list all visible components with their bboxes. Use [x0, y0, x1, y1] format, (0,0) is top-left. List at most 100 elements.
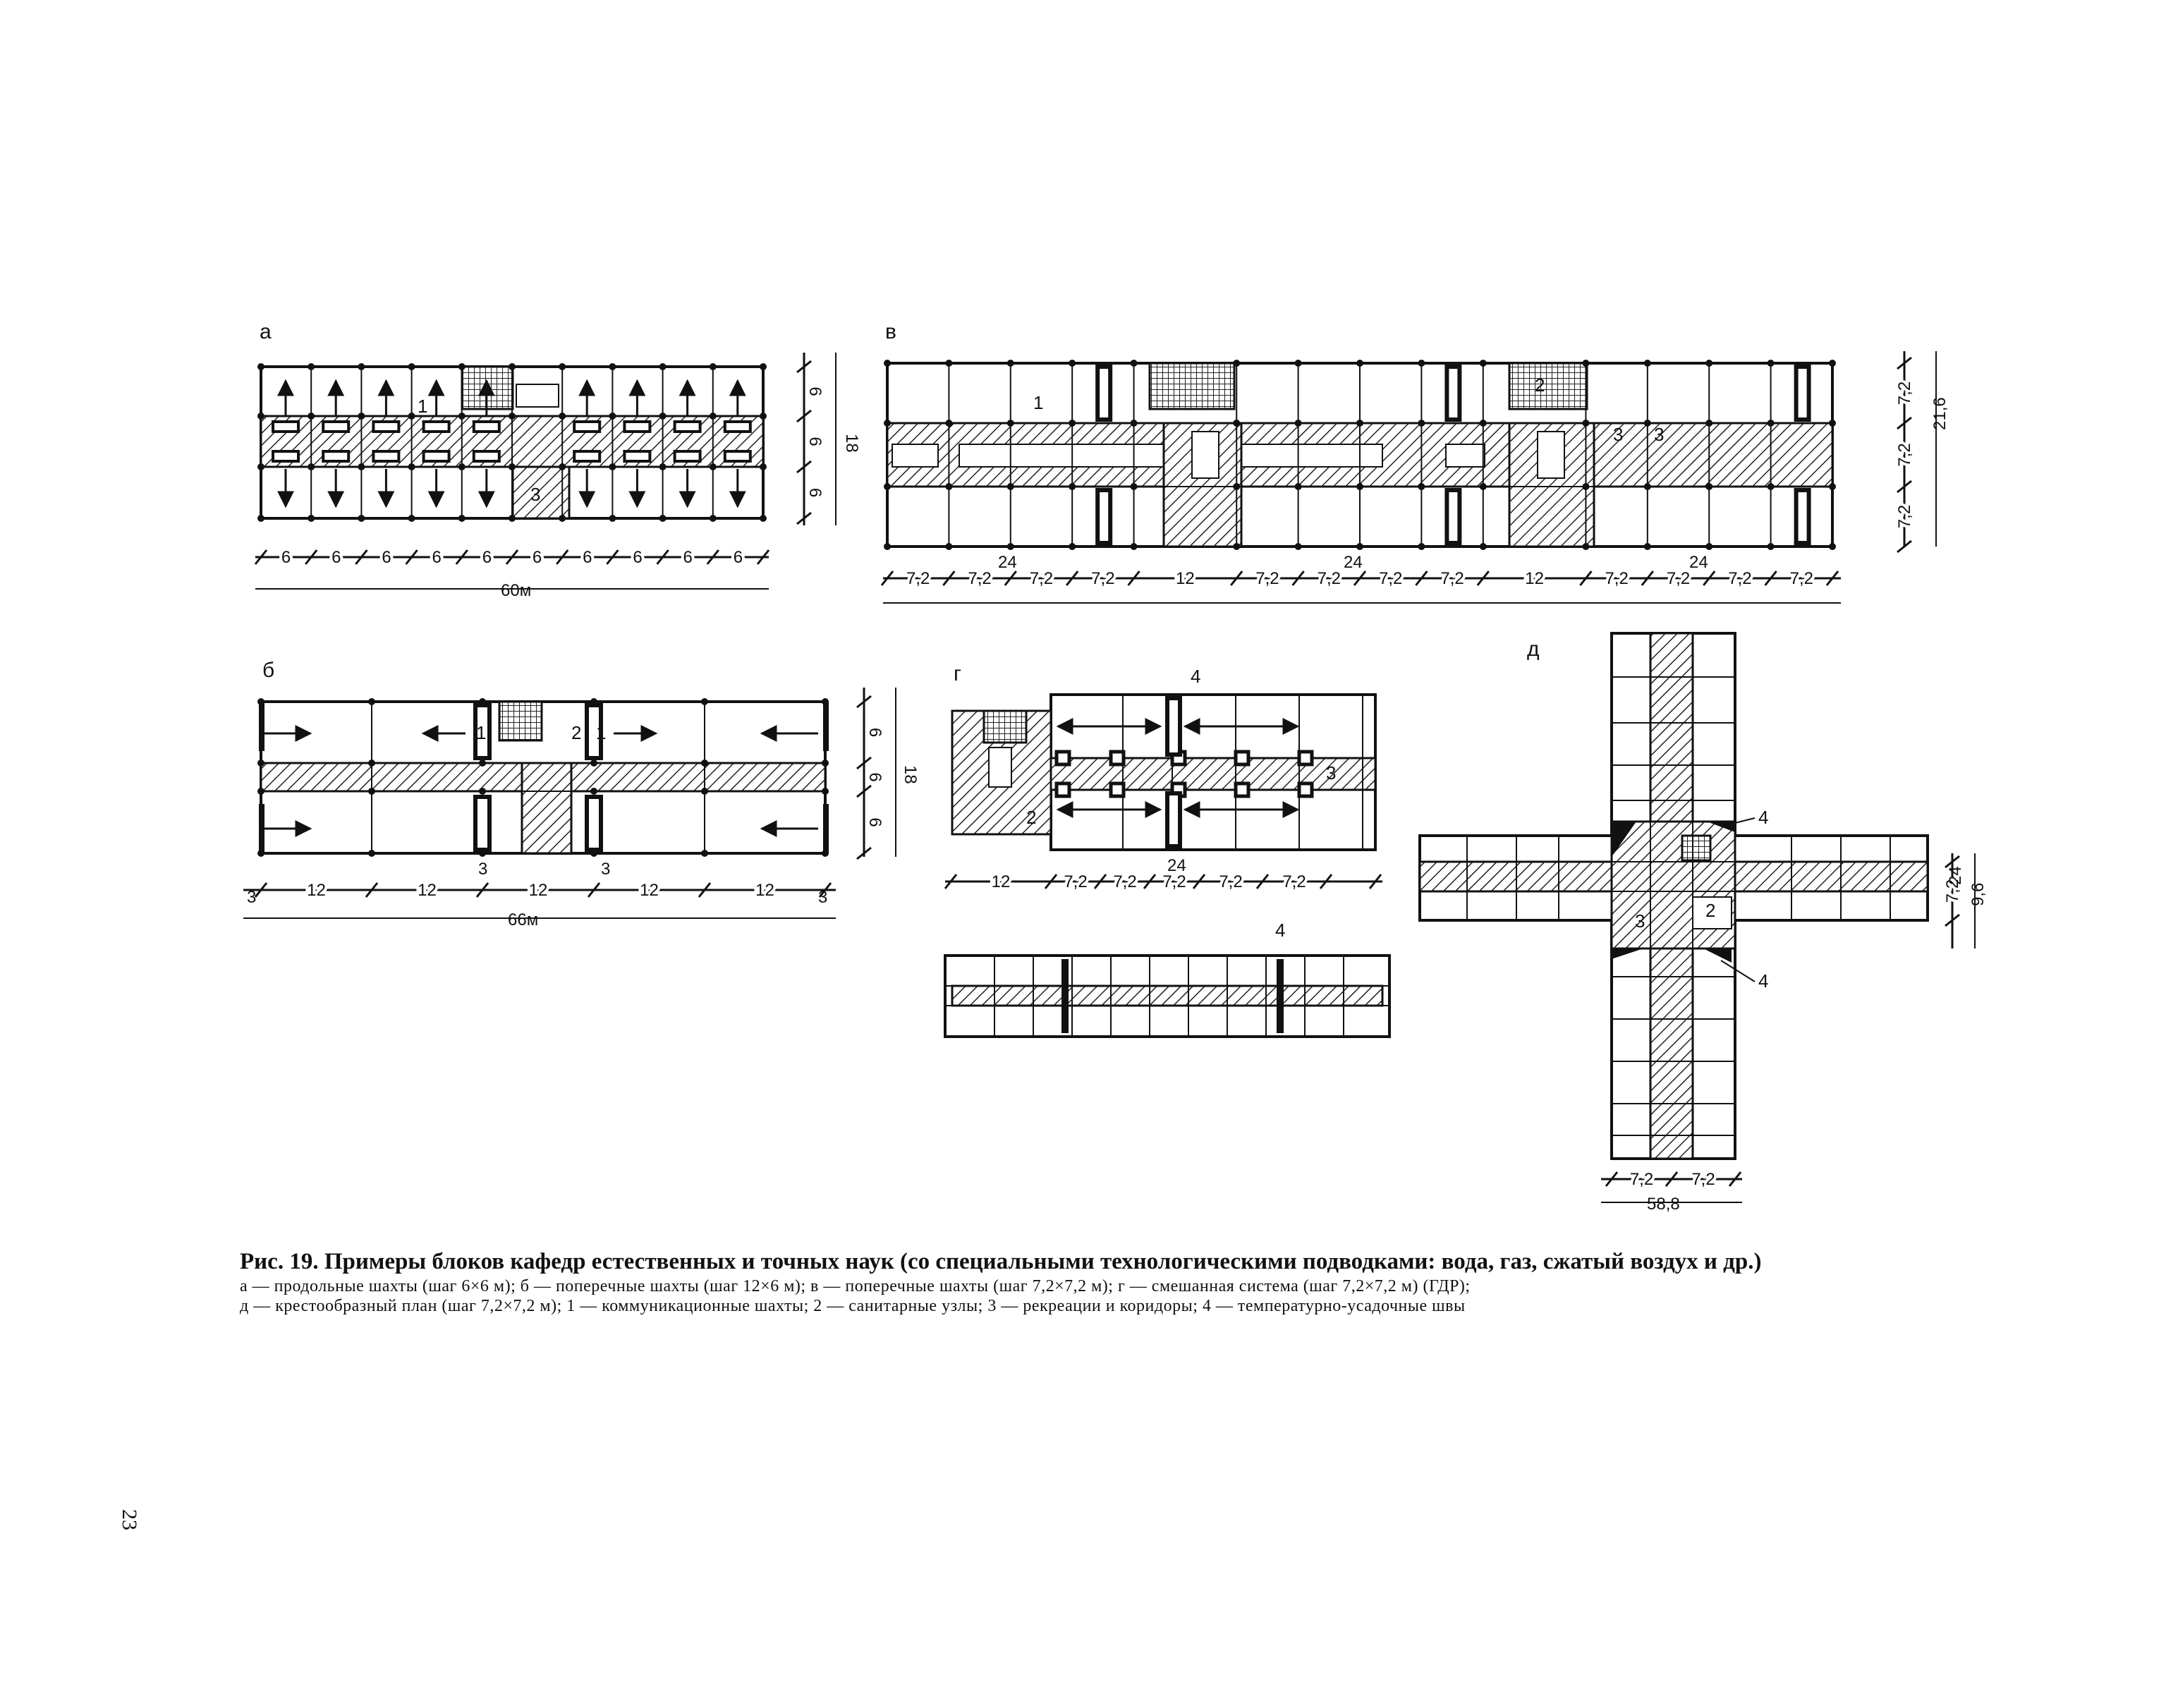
panel-a-grid-column [659, 515, 667, 522]
panel-g-lift [988, 747, 1012, 788]
panel-v-bay-dim-tick [1825, 571, 1839, 586]
panel-b-shafts [259, 702, 829, 853]
panel-a-grid-column [358, 363, 365, 370]
panel-v-grid-column [1705, 420, 1713, 427]
panel-v-grid-column [1829, 420, 1836, 427]
panel-a-bay-dim-tick [355, 549, 368, 565]
panel-v-grid-column [884, 543, 891, 550]
panel-v-bay-dim-tick [1230, 571, 1243, 586]
panel-v-bay-dim-tick [1579, 571, 1593, 586]
panel-d-label-wc: 2 [1705, 900, 1715, 921]
panel-b-grid-column [257, 788, 264, 795]
panel-d-side-dims: 7,2 [1940, 855, 1965, 927]
panel-v-side-dims: 7,27,27,2 [1892, 356, 1917, 554]
panel-v-bay-dim-tick [1476, 571, 1490, 586]
panel-v-grid-column [1767, 420, 1775, 427]
panel-b-side-dim-tick [856, 846, 872, 860]
panel-d-label-joint-bottom: 4 [1758, 970, 1768, 992]
panel-v-grid-column [1829, 543, 1836, 550]
panel-b-side-dim-label: 6 [865, 728, 884, 737]
panel-v-label-wc: 2 [1535, 374, 1545, 396]
panel-a-grid-column [509, 413, 516, 420]
panel-b-grid-column [479, 760, 486, 767]
panel-b-side-dim-label: 6 [865, 817, 884, 826]
panel-b-bay-dim-tick [587, 882, 601, 898]
panel-v-grid-column [1006, 420, 1014, 427]
panel-v-grid-column [1705, 543, 1713, 550]
panel-b-grid-column [368, 698, 375, 705]
panel-v-grid-column [945, 543, 953, 550]
panel-v-grid-column [1294, 483, 1302, 490]
panel-v-wc-2 [1508, 362, 1588, 410]
panel-g-bay-dim-label: 7,2 [1064, 872, 1087, 891]
panel-a-bay-dim-tick [756, 549, 770, 565]
panel-g-bay-dim-label: 12 [992, 872, 1011, 891]
panel-v-grid-column [1479, 483, 1487, 490]
panel-v-corridor-opening-3 [1241, 444, 1383, 468]
panel-a-shaft [623, 450, 652, 463]
panel-v-grid-column [1356, 543, 1363, 550]
panel-v-grid-column [884, 483, 891, 490]
panel-v-side-dim-tick [1897, 356, 1912, 370]
panel-v-grid-column [1294, 543, 1302, 550]
panel-d-leader-top [1720, 817, 1756, 827]
panel-a-side-dim-tick [796, 460, 812, 474]
panel-a-grid-column [760, 463, 767, 470]
panel-g-lower-gridlines [945, 956, 1389, 1037]
panel-a-side-dim-tick [796, 360, 812, 374]
panel-d-bottom-dim-tick [1665, 1171, 1679, 1187]
panel-v-corridor-opening-1 [892, 444, 939, 468]
panel-v-joint-dim-2: 24 [1344, 553, 1363, 572]
panel-a-grid-column [609, 363, 616, 370]
figure-caption: Рис. 19. Примеры блоков кафедр естествен… [240, 1247, 1989, 1316]
panel-v-grid-column [1479, 543, 1487, 550]
panel-v-grid-column [1130, 420, 1138, 427]
panel-g-shafts [1054, 696, 1314, 848]
panel-a-grid-column [358, 463, 365, 470]
panel-a-grid-column [709, 363, 717, 370]
panel-v-grid-column [1130, 483, 1138, 490]
caption-title: Рис. 19. Примеры блоков кафедр естествен… [240, 1249, 1762, 1274]
panel-a-side-dim-label: 6 [805, 488, 825, 497]
panel-g-bay-dim-label: 7,2 [1219, 872, 1242, 891]
panel-g-label-wc: 2 [1026, 807, 1036, 828]
panel-a-grid-column [308, 515, 315, 522]
panel-a-bay-dim-tick [656, 549, 669, 565]
panel-a-grid-column [509, 463, 516, 470]
panel-v-shaft [1444, 488, 1462, 545]
panel-a-grid-column [609, 515, 616, 522]
panel-v-grid-column [945, 420, 953, 427]
panel-a-bay-dim-label: 6 [734, 548, 743, 567]
panel-v-grid-column [1418, 483, 1425, 490]
panel-g-joint-dim: 24 [1167, 856, 1186, 875]
panel-a-bay-dim-tick [556, 549, 569, 565]
panel-a-grid-column [358, 413, 365, 420]
panel-v-bay-dim-label: 7,2 [1790, 569, 1813, 588]
panel-a-shaft [272, 450, 300, 463]
panel-v-letter: в [885, 320, 896, 343]
panel-b-bay-dim-tick [698, 882, 712, 898]
panel-v-grid-column [1643, 543, 1651, 550]
panel-b-bay-dim-label: 12 [755, 881, 774, 900]
panel-a-grid-column [308, 363, 315, 370]
panel-a-shaft [723, 450, 752, 463]
panel-v-label-rec-2: 3 [1654, 424, 1664, 445]
panel-a-side-dim-label: 6 [805, 437, 825, 446]
panel-a-shaft [472, 420, 501, 433]
panel-v-grid-column [1479, 360, 1487, 367]
caption-legend-line-2: д — крестообразный план (шаг 7,2×7,2 м);… [240, 1297, 1466, 1315]
panel-v-grid-column [1829, 360, 1836, 367]
panel-v-grid-column [1069, 483, 1076, 490]
panel-v-lift-2 [1537, 431, 1565, 479]
panel-g-bay-dim-tick [1093, 874, 1107, 889]
panel-v-side-dim-tick [1897, 416, 1912, 430]
panel-v-bay-dim-tick [880, 571, 894, 586]
panel-v-bay-dim-tick [1764, 571, 1777, 586]
panel-v-grid-column [1006, 360, 1014, 367]
panel-d-gridlines [1420, 633, 1928, 1159]
panel-a-grid-column [308, 413, 315, 420]
panel-v-bay-dim-label: 7,2 [1091, 569, 1114, 588]
panel-v-bay-dim-label: 7,2 [1440, 569, 1464, 588]
